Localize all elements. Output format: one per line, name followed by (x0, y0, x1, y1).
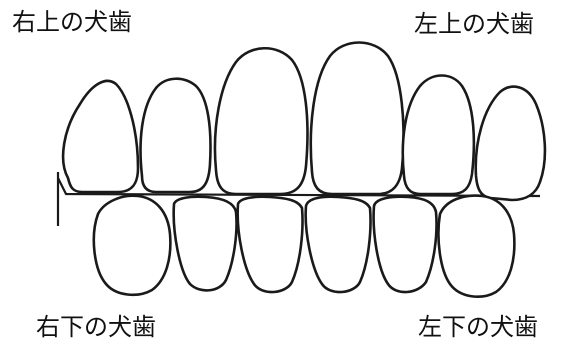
lower-right-central-incisor (238, 197, 303, 292)
lower-right-canine (94, 196, 171, 295)
upper-left-central-incisor (311, 43, 404, 195)
upper-right-canine-label: 右上の犬歯 (12, 10, 132, 34)
upper-left-lateral-incisor (403, 76, 474, 195)
lower-left-central-incisor (306, 197, 371, 292)
upper-right-lateral-incisor (141, 79, 211, 192)
upper-right-central-incisor (215, 48, 307, 194)
upper-left-canine-label: 左上の犬歯 (414, 12, 534, 36)
upper-left-canine (476, 87, 545, 200)
upper-right-canine (63, 81, 138, 192)
lower-left-lateral-incisor (374, 197, 437, 292)
lower-right-lateral-incisor (174, 197, 237, 291)
lower-left-canine-label: 左下の犬歯 (418, 315, 538, 339)
lower-left-canine (438, 196, 514, 297)
lower-right-canine-label: 右下の犬歯 (36, 315, 156, 339)
